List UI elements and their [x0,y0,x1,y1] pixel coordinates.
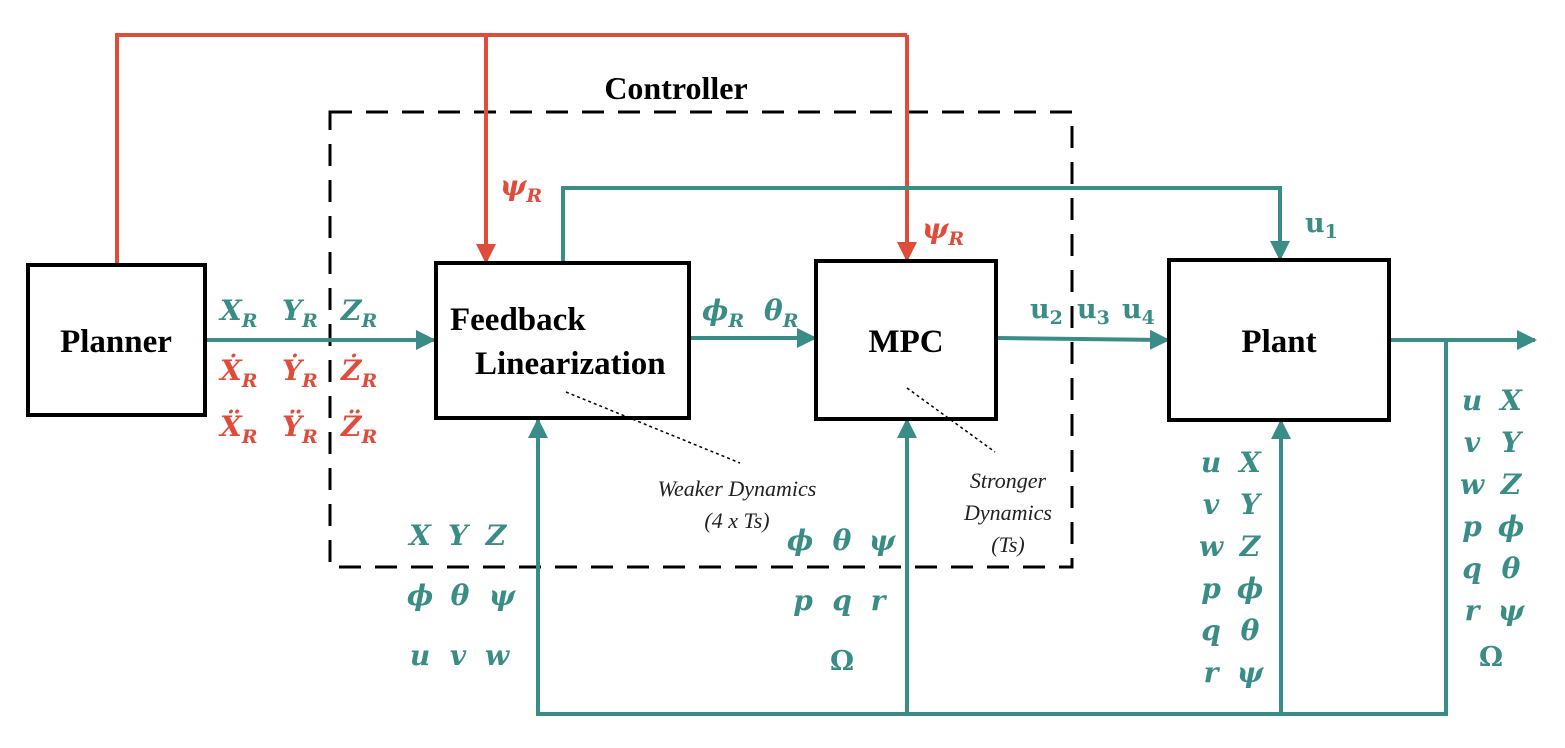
output-state: Ω [1479,642,1503,673]
controller-label: Controller [604,70,747,106]
fl-state: X [407,519,432,552]
output-state: q [1462,552,1482,585]
output-state: ψ [1498,594,1526,627]
fl-state: Y [448,519,471,552]
mpc-state: q [832,584,852,617]
output-state: u [1462,384,1482,417]
mpc-label: MPC [868,324,943,360]
mpc-state: θ [833,524,852,557]
mpc-output-label: u2 u3 u4 [1030,294,1155,331]
fl-state: w [485,639,510,672]
weaker-leader [565,391,741,464]
mpc-to-plant-arrow [996,329,1170,350]
stronger-note-line3: (Ts) [991,532,1024,557]
psi-ref-label-fl: ψR [500,169,542,207]
plant-state: Y [1240,488,1263,521]
fl-label-line1: Feedback [450,302,586,338]
u1-line [561,186,1290,263]
plant-state: w [1199,530,1224,563]
plant-feedback-states: u X v Y w Z p ϕ q θ r ψ [1199,446,1265,689]
fl-feedback-states: X Y Z ϕ θ ψ u v w [407,519,517,672]
planner-block: Planner [26,263,207,417]
stronger-note-line1: Stronger [970,468,1047,493]
plant-state: ψ [1237,656,1265,689]
output-state: p [1462,510,1482,543]
output-state: v [1464,426,1481,459]
stronger-note-line2: Dynamics [963,500,1052,525]
output-state: ϕ [1498,510,1524,543]
u1-label: u1 [1305,208,1338,243]
psi-ref-label-mpc: ψR [922,212,964,250]
plant-block: Plant [1167,258,1391,422]
plant-output-states: u X v Y w Z p ϕ q θ r ψ Ω [1460,384,1526,673]
fl-label-line2: Linearization [475,346,666,382]
plant-state: X [1237,446,1262,479]
derivative-refs-row: ẊR ẎR ŻR [218,353,377,394]
mpc-state: r [871,584,888,617]
output-state: θ [1502,552,1521,585]
weaker-note-line1: Weaker Dynamics [658,476,817,501]
fl-state: ϕ [407,579,433,612]
position-refs-row: XR YR ZR [218,294,377,334]
planner-ref-line [115,33,907,265]
weaker-note-line2: (4 x Ts) [704,508,769,533]
fl-state: θ [451,579,470,612]
mpc-feedback-states: ϕ θ ψ p q r Ω [787,524,897,677]
plant-state: θ [1241,614,1260,647]
mpc-state: ϕ [787,524,813,557]
output-state: Y [1501,426,1524,459]
plant-state: p [1201,572,1221,605]
feedback-to-fl-arrow [528,340,1448,716]
fl-state: v [450,639,467,672]
plant-state: Z [1239,530,1262,563]
output-state: X [1498,384,1523,417]
fl-state: Z [485,519,508,552]
output-state: w [1460,468,1485,501]
feedback-linearization-block: Feedback Linearization [434,261,691,420]
fl-state: u [410,639,430,672]
output-state: r [1465,594,1482,627]
planner-label: Planner [60,324,172,360]
plant-state: ϕ [1237,572,1263,605]
stronger-leader [906,387,996,453]
plant-state: v [1203,488,1220,521]
plant-state: q [1201,614,1221,647]
plant-state: u [1201,446,1221,479]
mpc-state: ψ [869,524,897,557]
mpc-state: Ω [830,646,854,677]
plant-state: r [1204,656,1221,689]
mpc-state: p [793,584,813,617]
output-state: Z [1500,468,1523,501]
plant-label: Plant [1241,324,1316,360]
mpc-block: MPC [814,259,998,421]
fl-state: ψ [489,579,517,612]
fl-output-label: ϕR θR [702,294,798,334]
second-derivative-refs-row: ẌR ŸR Z̈R [218,409,377,450]
